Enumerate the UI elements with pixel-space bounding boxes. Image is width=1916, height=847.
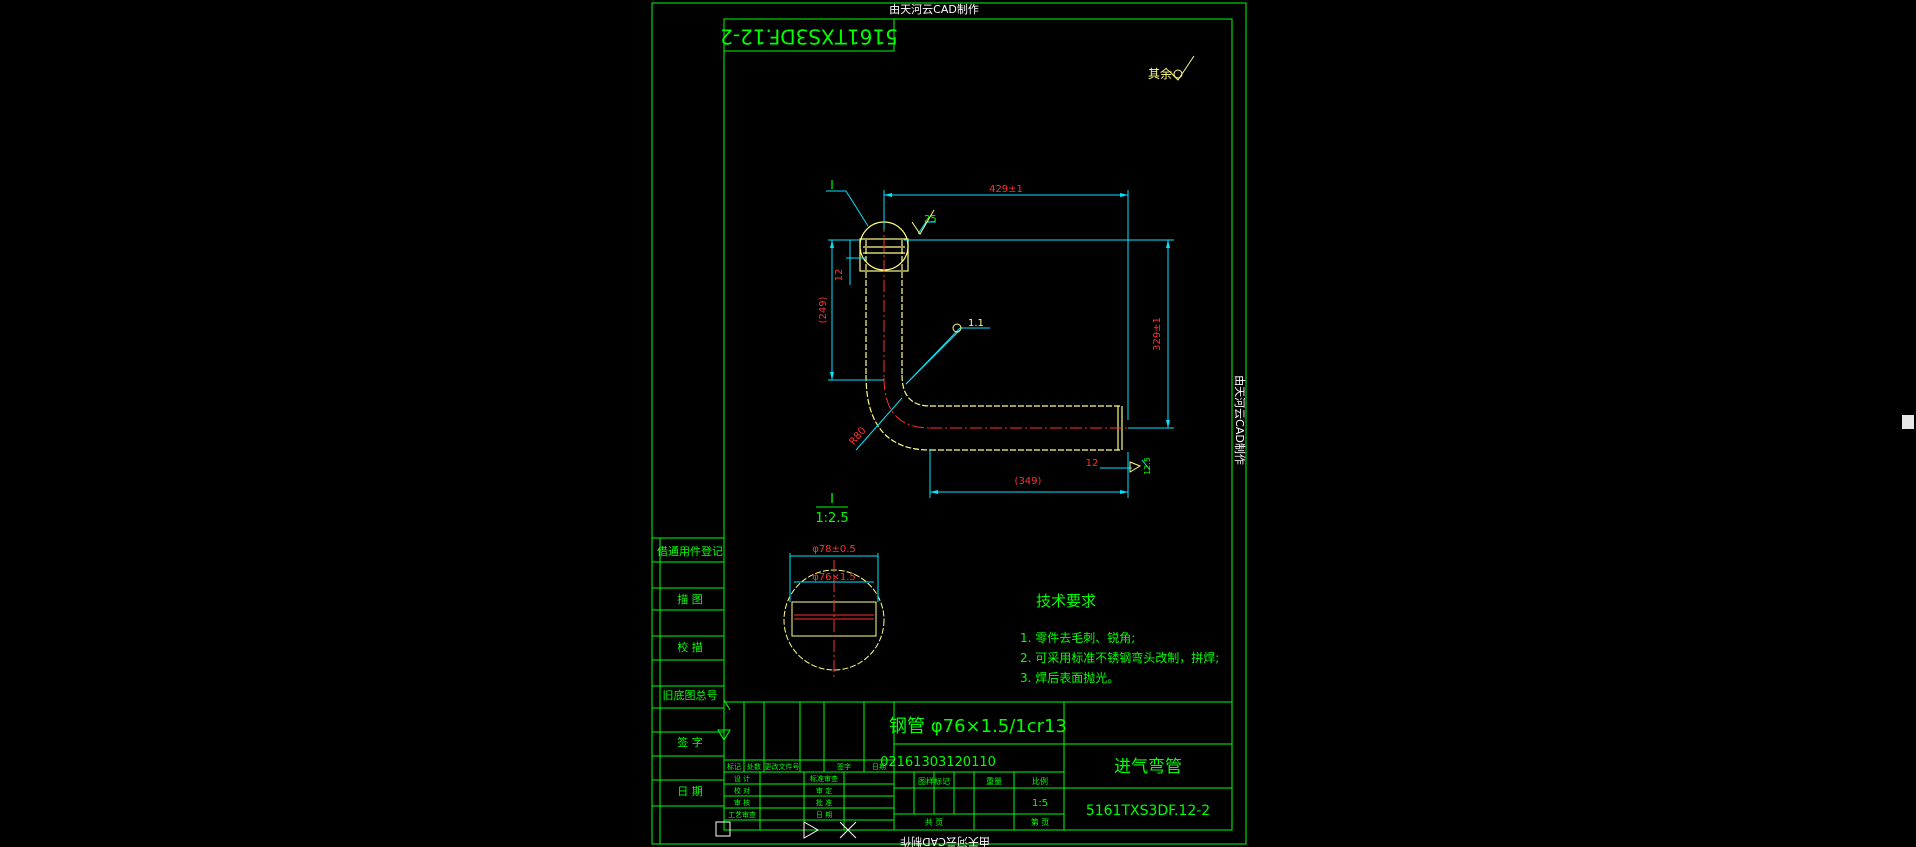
weight-label: 重量	[986, 776, 1002, 786]
drawing-number: 5161TXS3DF.12-2	[1086, 803, 1210, 819]
mirrored-drawing-number: 5161TXS3DF.12-2	[720, 25, 898, 49]
corner-markers	[715, 699, 857, 839]
scale-label: 比例	[1032, 776, 1048, 786]
watermark-right-vertical: 由天河云CAD制作	[1233, 375, 1247, 465]
dim-top-length: 429±1	[989, 184, 1023, 195]
vertical-scrollbar[interactable]	[1900, 0, 1916, 847]
detail-label: I	[830, 492, 834, 507]
role-right-2: 审 定	[816, 786, 832, 795]
dimension-lines	[826, 190, 1174, 498]
rev-header-2: 处数	[747, 762, 761, 771]
rev-header-4: 签字	[837, 762, 851, 771]
rev-header-1: 标记	[727, 762, 741, 771]
side-table: 借通用件登记 描 图 校 描 旧底图总号 签 字 日 期	[652, 537, 724, 844]
mirrored-number-box: 5161TXS3DF.12-2	[720, 18, 898, 52]
roughness-12-5-value: 12.5	[1143, 457, 1152, 475]
side-table-row-6: 日 期	[677, 785, 703, 798]
roughness-25-value: 25	[924, 214, 937, 225]
role-left-1: 设 计	[734, 774, 750, 783]
detail-outer-diameter: φ78±0.5	[812, 544, 856, 555]
material-spec: 钢管 φ76×1.5/1cr13	[889, 716, 1067, 737]
watermark-top: 由天河云CAD制作	[889, 2, 979, 16]
sheet-label: 第 页	[1031, 817, 1050, 827]
stage-label: 图样标记	[918, 776, 950, 786]
role-left-4: 工艺审查	[728, 810, 756, 819]
detail-scale: 1:2.5	[815, 511, 848, 526]
watermark-bottom-mirrored: 由天河云CAD制作	[900, 835, 990, 847]
side-table-row-2: 描 图	[677, 592, 703, 606]
dim-bend-radius: R80	[848, 425, 869, 447]
part-name: 进气弯管	[1114, 757, 1182, 777]
general-surface-finish: 其余	[1148, 55, 1195, 81]
role-left-2: 校 对	[734, 786, 750, 795]
scrollbar-thumb[interactable]	[1902, 415, 1914, 429]
side-table-row-5: 签 字	[677, 735, 703, 749]
rev-header-5: 日期	[872, 763, 886, 771]
part-code: 02161303120110	[880, 755, 996, 770]
tech-req-item-1: 1. 零件去毛刺、锐角;	[1020, 631, 1135, 645]
dim-small-12-right: 12	[1086, 458, 1099, 469]
tech-requirements-title: 技术要求	[1036, 592, 1096, 610]
rev-header-3: 更改文件号	[765, 762, 800, 771]
surface-finish-remaining-label: 其余	[1148, 66, 1172, 81]
pipe-centerline	[883, 220, 1150, 429]
dim-left-height: (249)	[818, 296, 829, 323]
role-right-4: 日 期	[816, 811, 832, 819]
weld-symbol: 1.1	[952, 318, 984, 333]
role-right-3: 批 准	[816, 798, 832, 807]
detail-pipe-spec: φ76×1.5	[812, 572, 856, 583]
dim-bottom-length: (349)	[1015, 476, 1042, 487]
outer-border	[651, 2, 1247, 845]
drawing-scale: 1:5	[1032, 798, 1048, 809]
dimension-arrows	[830, 193, 1170, 494]
dim-small-12-left: 12	[834, 269, 845, 282]
pipe-outline	[865, 240, 1122, 451]
roughness-12-5-symbol: 12.5	[1129, 457, 1152, 475]
title-block: 钢管 φ76×1.5/1cr13 02161303120110 进气弯管 516…	[715, 699, 1232, 839]
weld-symbol-value: 1.1	[968, 318, 984, 329]
side-table-row-1: 借通用件登记	[657, 544, 723, 558]
tech-req-item-3: 3. 焊后表面抛光。	[1020, 670, 1119, 685]
technical-requirements: 技术要求 1. 零件去毛刺、锐角; 2. 可采用标准不锈钢弯头改制，拼焊; 3.…	[1020, 592, 1219, 685]
side-table-row-4: 旧底图总号	[663, 688, 718, 702]
roughness-25-symbol: 25	[911, 209, 937, 235]
role-right-1: 标准审查	[810, 774, 838, 783]
detail-callout-label: I	[830, 178, 834, 192]
inner-border	[723, 18, 1233, 831]
sheets-label: 共 页	[925, 818, 944, 827]
main-view: 429±1 329±1 (249) 12 (349) 12 R80 I 25 1…	[818, 178, 1174, 498]
role-left-3: 审 核	[734, 798, 750, 807]
side-table-row-3: 校 描	[677, 640, 703, 654]
tech-req-item-2: 2. 可采用标准不锈钢弯头改制，拼焊;	[1020, 650, 1219, 665]
detail-view: I 1:2.5 φ78±0.5 φ76×1.5	[783, 492, 885, 680]
dim-right-height: 329±1	[1152, 317, 1163, 351]
